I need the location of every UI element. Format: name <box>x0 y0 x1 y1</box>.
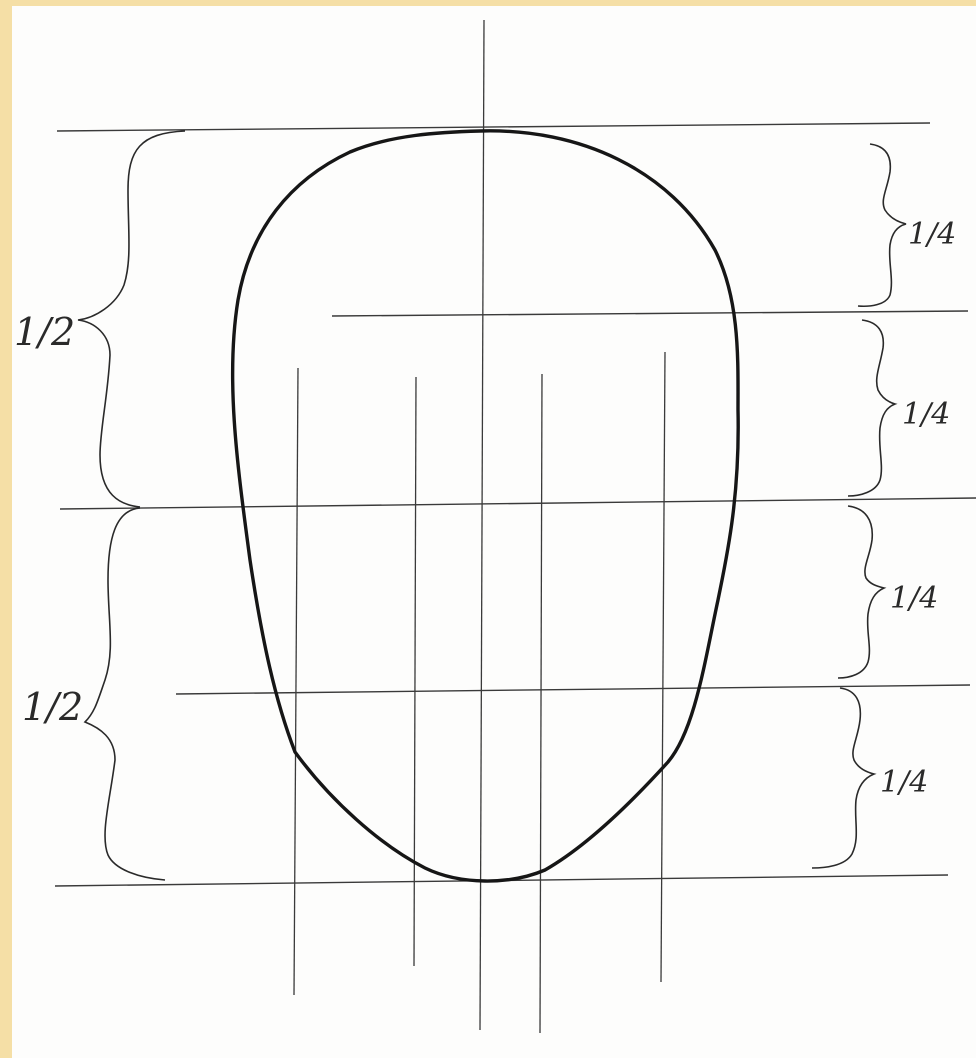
vertical-line-1 <box>294 368 298 995</box>
left-label-upper: 1/2 <box>14 310 75 354</box>
left-label-lower: 1/2 <box>22 685 83 729</box>
right-brace-4 <box>812 688 874 868</box>
right-label-4: 1/4 <box>880 765 928 800</box>
left-braces <box>78 131 185 880</box>
vertical-line-4 <box>540 374 542 1033</box>
center-line <box>480 20 484 1030</box>
vertical-line-2 <box>414 377 416 966</box>
left-brace-upper <box>78 131 185 507</box>
vertical-line-5 <box>661 352 665 982</box>
right-braces <box>812 144 906 868</box>
right-label-3: 1/4 <box>890 581 938 616</box>
right-brace-2 <box>848 320 895 496</box>
right-labels: 1/4 1/4 1/4 1/4 <box>880 217 956 800</box>
left-labels: 1/2 1/2 <box>14 310 83 729</box>
right-brace-1 <box>858 144 906 306</box>
half-line <box>60 498 976 509</box>
quarter-line <box>332 311 968 316</box>
left-brace-lower <box>85 508 165 880</box>
right-label-1: 1/4 <box>908 217 956 252</box>
right-brace-3 <box>838 506 884 678</box>
horizontal-guides <box>55 123 976 886</box>
right-label-2: 1/4 <box>902 397 950 432</box>
